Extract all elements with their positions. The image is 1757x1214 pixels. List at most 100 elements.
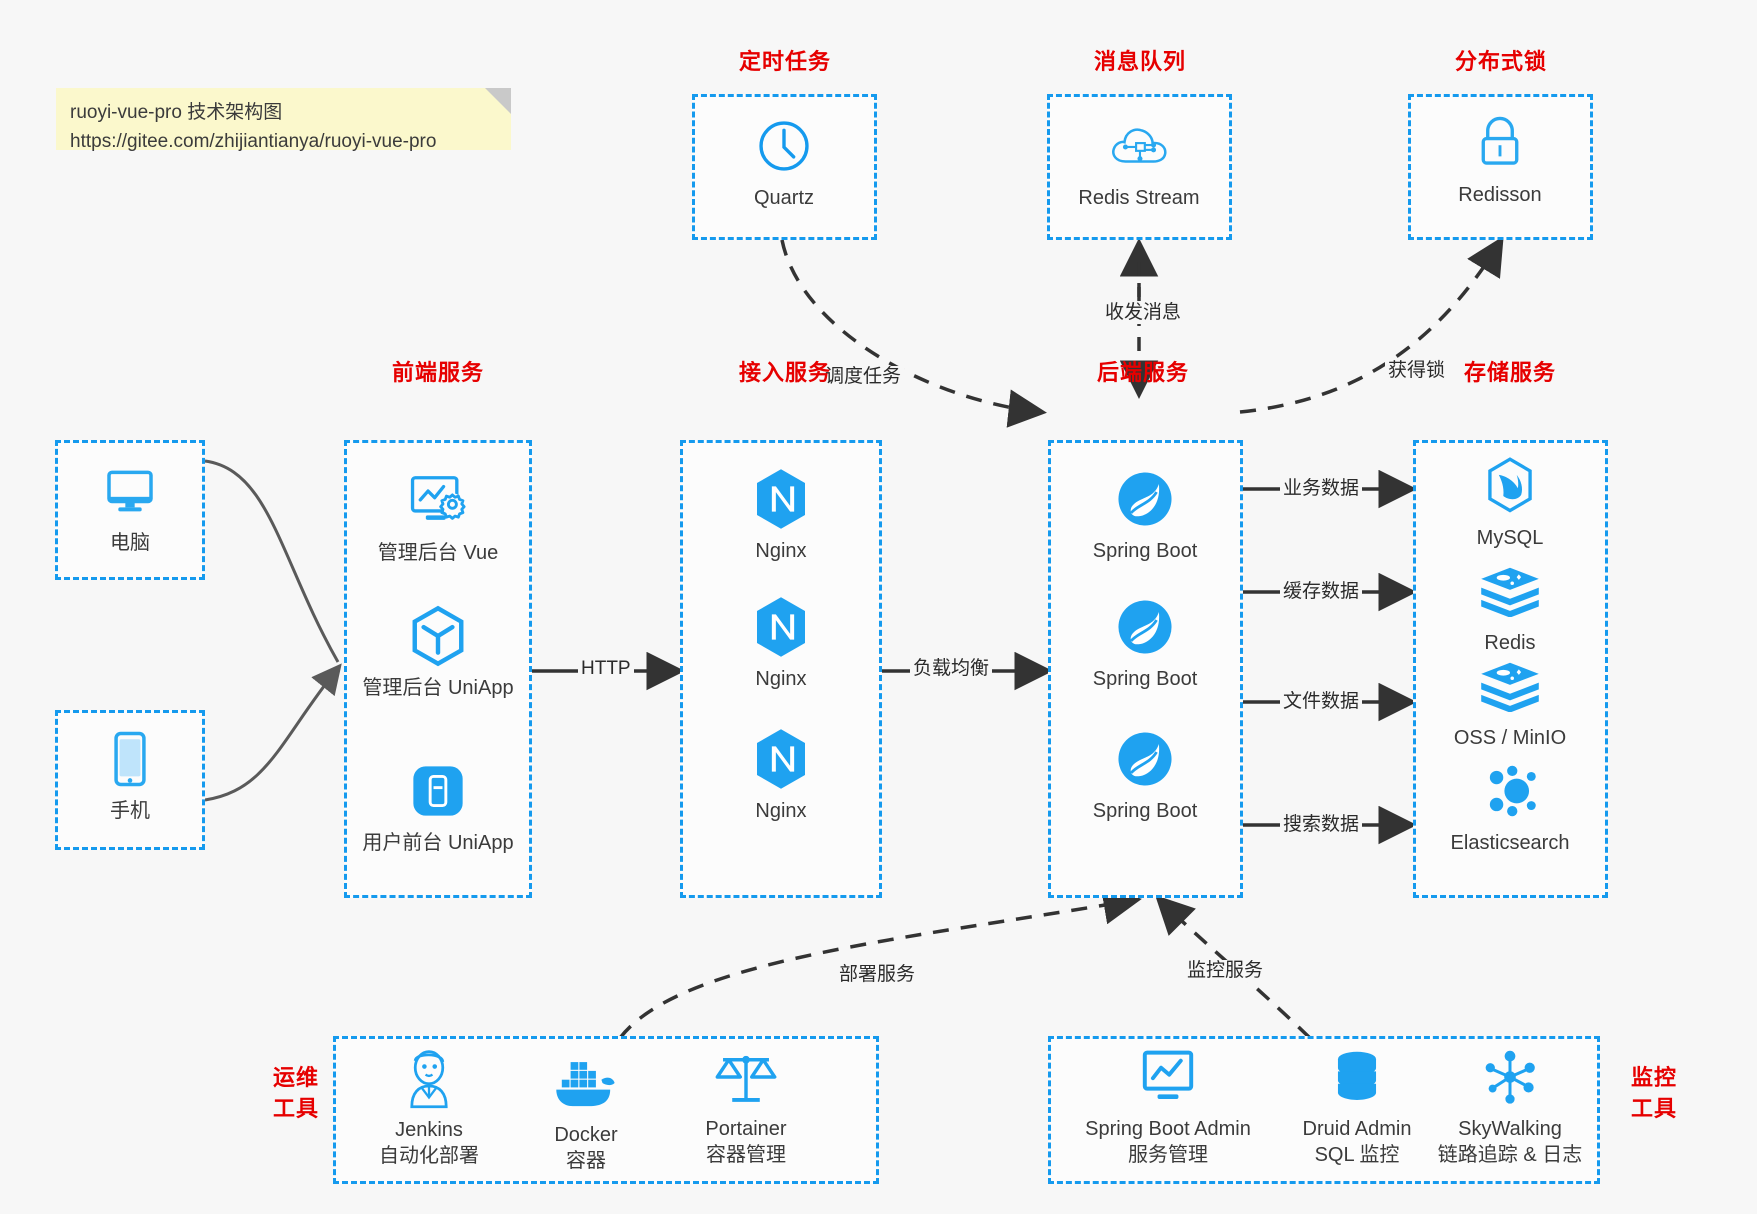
note-title: ruoyi-vue-pro 技术架构图	[70, 102, 283, 123]
node-label: Jenkins	[395, 1119, 463, 1141]
spring-boot-icon	[1065, 728, 1225, 790]
monitor-title-line2: 工具	[1630, 1096, 1677, 1121]
edge-label-schedule-task: 调度任务	[822, 366, 905, 388]
phone-app-icon	[358, 760, 518, 822]
node-skywalking[interactable]: SkyWalking 链路追踪 & 日志	[1415, 1046, 1605, 1168]
node-sublabel: 服务管理	[1128, 1144, 1208, 1166]
edge-label-monitor-service: 监控服务	[1184, 960, 1267, 982]
edge-label-acquire-lock: 获得锁	[1385, 360, 1449, 382]
group-title-devops: 运维 工具	[258, 1062, 334, 1124]
node-label: Redis Stream	[1078, 187, 1200, 209]
node-admin-uniapp[interactable]: 管理后台 UniApp	[358, 605, 518, 701]
node-sublabel: SQL 监控	[1314, 1144, 1400, 1166]
node-label: Elasticsearch	[1450, 832, 1570, 854]
edge-label-cache-data: 缓存数据	[1280, 581, 1363, 603]
node-label: Quartz	[753, 187, 815, 209]
node-admin-vue[interactable]: 管理后台 Vue	[358, 470, 518, 566]
devops-title-line1: 运维	[272, 1065, 319, 1090]
node-nginx-2[interactable]: Nginx	[701, 596, 861, 692]
node-label: Spring Boot	[1092, 540, 1198, 562]
edge-label-search-data: 搜索数据	[1280, 814, 1363, 836]
cloud-network-icon	[1059, 115, 1219, 177]
group-box-mq	[1047, 94, 1232, 240]
nginx-icon	[701, 596, 861, 658]
database-icon	[1267, 1046, 1447, 1108]
node-label: Nginx	[755, 540, 807, 562]
nginx-icon	[701, 728, 861, 790]
node-jenkins[interactable]: Jenkins 自动化部署	[341, 1047, 517, 1169]
group-title-gateway: 接入服务	[738, 360, 831, 385]
node-elasticsearch[interactable]: Elasticsearch	[1430, 760, 1590, 856]
node-redis-stream[interactable]: Redis Stream	[1059, 115, 1219, 211]
node-oss-minio[interactable]: OSS / MinIO	[1430, 655, 1590, 751]
node-sublabel: 容器管理	[706, 1144, 786, 1166]
monitor-title-line1: 监控	[1630, 1065, 1677, 1090]
node-sublabel: 自动化部署	[379, 1145, 479, 1167]
nginx-icon	[701, 468, 861, 530]
node-label: 管理后台 Vue	[377, 542, 499, 564]
docker-icon	[498, 1052, 674, 1114]
node-druid-admin[interactable]: Druid Admin SQL 监控	[1267, 1046, 1447, 1168]
node-computer[interactable]: 电脑	[50, 460, 210, 556]
node-phone[interactable]: 手机	[50, 728, 210, 824]
group-box-devops	[333, 1036, 879, 1184]
node-mysql[interactable]: MySQL	[1430, 455, 1590, 551]
padlock-icon	[1420, 112, 1580, 174]
node-label: Nginx	[755, 800, 807, 822]
clock-icon	[704, 115, 864, 177]
group-title-schedule: 定时任务	[738, 49, 831, 74]
node-label: OSS / MinIO	[1453, 727, 1567, 749]
jenkins-icon	[341, 1047, 517, 1109]
note-fold-corner	[485, 88, 511, 114]
cube-icon	[358, 605, 518, 667]
node-spring-boot-1[interactable]: Spring Boot	[1065, 468, 1225, 564]
group-title-monitor: 监控 工具	[1614, 1062, 1694, 1124]
redis-icon	[1430, 560, 1590, 622]
node-label: Spring Boot	[1092, 668, 1198, 690]
redis-icon	[1430, 655, 1590, 717]
node-spring-boot-admin[interactable]: Spring Boot Admin 服务管理	[1063, 1046, 1273, 1168]
mysql-icon	[1430, 455, 1590, 517]
edge-label-file-data: 文件数据	[1280, 691, 1363, 713]
node-label: 用户前台 UniApp	[362, 832, 514, 854]
node-label: Redisson	[1458, 184, 1542, 206]
node-redis[interactable]: Redis	[1430, 560, 1590, 656]
edge-label-load-balance: 负载均衡	[910, 658, 993, 680]
dashboard-gear-icon	[358, 470, 518, 532]
edge-label-deploy-service: 部署服务	[836, 964, 919, 986]
mobile-icon	[50, 728, 210, 790]
node-label: Docker	[554, 1124, 618, 1146]
node-label: Spring Boot Admin	[1085, 1118, 1251, 1140]
edge-label-mq-messages: 收发消息	[1102, 302, 1185, 324]
node-sublabel: 链路追踪 & 日志	[1437, 1144, 1583, 1166]
group-title-lock: 分布式锁	[1454, 49, 1547, 74]
spring-boot-icon	[1065, 468, 1225, 530]
node-spring-boot-3[interactable]: Spring Boot	[1065, 728, 1225, 824]
node-label: 管理后台 UniApp	[362, 677, 514, 699]
node-sublabel: 容器	[566, 1150, 606, 1172]
node-spring-boot-2[interactable]: Spring Boot	[1065, 596, 1225, 692]
node-label: Spring Boot	[1092, 800, 1198, 822]
node-label: 电脑	[110, 532, 150, 554]
group-title-backend: 后端服务	[1096, 360, 1189, 385]
node-nginx-3[interactable]: Nginx	[701, 728, 861, 824]
node-user-uniapp[interactable]: 用户前台 UniApp	[358, 760, 518, 856]
group-title-mq: 消息队列	[1093, 49, 1186, 74]
node-label: Druid Admin	[1302, 1118, 1412, 1140]
group-box-lock	[1408, 94, 1593, 240]
node-quartz[interactable]: Quartz	[704, 115, 864, 211]
desktop-icon	[50, 460, 210, 522]
node-label: SkyWalking	[1458, 1118, 1562, 1140]
node-nginx-1[interactable]: Nginx	[701, 468, 861, 564]
node-label: 手机	[110, 800, 150, 822]
note-url: https://gitee.com/zhijiantianya/ruoyi-vu…	[70, 131, 437, 152]
node-portainer[interactable]: Portainer 容器管理	[658, 1046, 834, 1168]
elasticsearch-icon	[1430, 760, 1590, 822]
group-box-schedule	[692, 94, 877, 240]
note-card: ruoyi-vue-pro 技术架构图 https://gitee.com/zh…	[56, 88, 511, 152]
node-docker[interactable]: Docker 容器	[498, 1052, 674, 1174]
group-title-frontend: 前端服务	[391, 360, 484, 385]
scales-icon	[658, 1046, 834, 1108]
node-redisson[interactable]: Redisson	[1420, 112, 1580, 208]
